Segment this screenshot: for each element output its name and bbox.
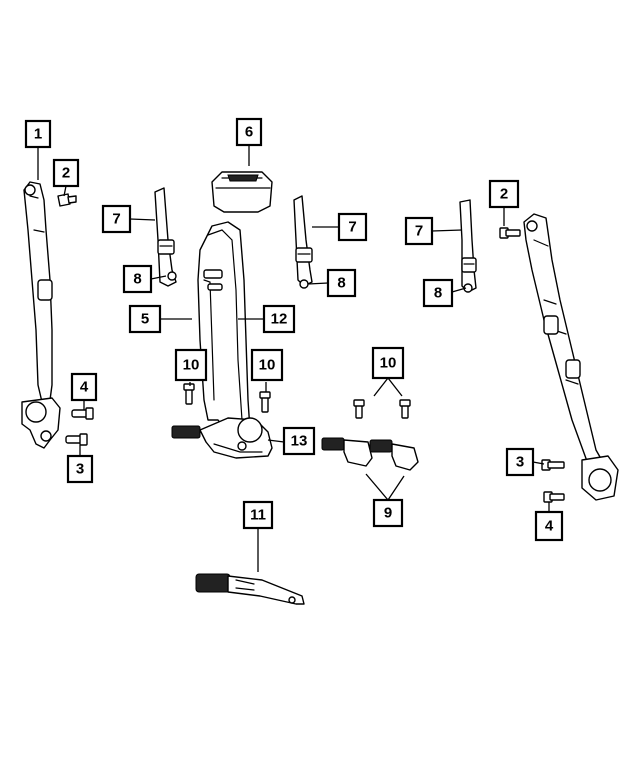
bolt-10-center-left [183, 383, 195, 405]
svg-text:1: 1 [34, 126, 42, 143]
callout-10-b: 10 [250, 348, 284, 382]
callout-1: 1 [24, 119, 52, 149]
svg-text:8: 8 [337, 275, 345, 292]
svg-text:13: 13 [291, 433, 308, 450]
callout-8-c: 8 [422, 278, 454, 308]
svg-text:4: 4 [545, 518, 554, 535]
strap-7-8-left [154, 187, 177, 287]
svg-text:5: 5 [141, 311, 149, 328]
svg-text:3: 3 [76, 461, 84, 478]
callout-4-right: 4 [534, 510, 564, 542]
callout-9: 9 [372, 498, 404, 528]
right-bolt-3 [541, 459, 565, 471]
svg-text:11: 11 [250, 507, 266, 524]
svg-text:2: 2 [500, 186, 508, 203]
svg-text:2: 2 [62, 165, 70, 182]
svg-text:7: 7 [112, 211, 120, 228]
callout-7-c: 7 [404, 216, 434, 246]
buckle-pair-9 [321, 437, 419, 471]
svg-text:10: 10 [259, 357, 276, 374]
callout-3-right: 3 [505, 447, 535, 477]
svg-text:10: 10 [183, 357, 200, 374]
bolt-10-center-right [259, 391, 271, 413]
svg-text:6: 6 [245, 124, 253, 141]
right-anchor-bolt-2 [499, 227, 521, 239]
callout-7-a: 7 [101, 204, 132, 234]
left-anchor-bolt-2 [57, 193, 77, 207]
callout-6: 6 [235, 117, 263, 147]
svg-text:7: 7 [348, 219, 356, 236]
callout-11: 11 [242, 500, 274, 530]
leader-lines [37, 145, 550, 572]
callout-2-left: 2 [52, 158, 80, 188]
svg-text:8: 8 [133, 271, 141, 288]
callout-8-a: 8 [122, 264, 153, 294]
svg-text:12: 12 [271, 311, 288, 328]
svg-text:7: 7 [415, 223, 423, 240]
right-seat-belt-retractor-assembly [523, 213, 619, 501]
callout-2-right: 2 [488, 179, 520, 209]
bolt-10-right-b [399, 399, 411, 419]
callout-7-b: 7 [337, 212, 368, 242]
callout-12: 12 [262, 304, 296, 334]
svg-text:9: 9 [384, 505, 392, 522]
svg-text:4: 4 [80, 379, 89, 396]
callout-3-left: 3 [66, 454, 94, 484]
left-bolt-4 [71, 407, 94, 420]
callout-4-left: 4 [70, 372, 98, 402]
svg-text:8: 8 [434, 285, 442, 302]
right-bolt-4 [543, 491, 565, 503]
left-seat-belt-retractor-assembly [21, 181, 61, 449]
callout-10-a: 10 [174, 348, 208, 382]
belt-guide-cover-6 [211, 171, 273, 213]
svg-text:3: 3 [516, 454, 524, 471]
bolt-10-right-a [353, 399, 365, 419]
strap-7-8-right [459, 199, 477, 293]
callout-10-c: 10 [371, 346, 405, 380]
svg-text:10: 10 [380, 355, 397, 372]
callout-13: 13 [282, 426, 316, 456]
center-buckle-anchor-13 [171, 417, 273, 459]
strap-7-8-center-right [293, 195, 313, 289]
center-seat-belt-assembly-5-12 [197, 221, 251, 437]
left-bolt-3 [65, 433, 88, 446]
callout-8-b: 8 [326, 268, 357, 298]
callout-5: 5 [128, 304, 162, 334]
buckle-strap-11 [195, 573, 305, 605]
